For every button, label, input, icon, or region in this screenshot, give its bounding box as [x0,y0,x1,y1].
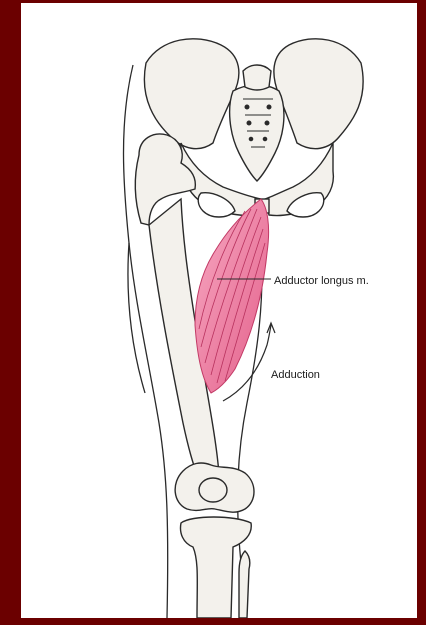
adduction-label: Adduction [271,369,320,381]
adductor-longus-label: Adductor longus m. [274,275,369,287]
anatomy-illustration [21,3,417,618]
adductor-longus-muscle [195,199,269,393]
figure-frame: Adductor longus m. Adduction [21,3,417,618]
